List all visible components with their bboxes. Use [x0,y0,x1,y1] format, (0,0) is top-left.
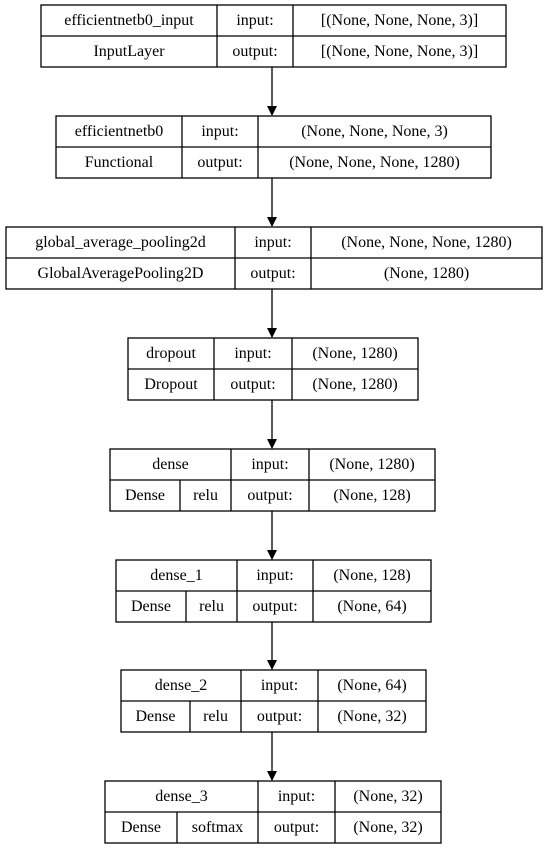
layer-name: efficientnetb0_input [64,12,194,29]
output-label: output: [274,819,319,836]
layer-activation: relu [199,598,224,615]
input-shape: (None, None, None, 3) [301,123,448,140]
output-shape: (None, 64) [337,598,406,615]
output-label: output: [230,376,275,393]
layer-name: dropout [146,345,196,362]
layer-type: Functional [85,154,154,171]
output-label: output: [247,487,292,504]
layer-type: GlobalAveragePooling2D [38,265,204,282]
output-shape: [(None, None, None, 3)] [321,43,478,60]
input-shape: (None, 64) [337,677,406,694]
layer-activation: relu [203,708,228,725]
layer-node-global_average_pooling2d: global_average_pooling2dGlobalAveragePoo… [5,226,543,290]
output-label: output: [250,265,295,282]
output-shape: (None, None, None, 1280) [289,154,460,171]
input-shape: [(None, None, None, 3)] [321,12,478,29]
layer-type: Dense [121,819,161,836]
input-shape: (None, 32) [353,788,422,805]
output-shape: (None, 1280) [312,376,397,393]
layer-name: global_average_pooling2d [35,234,206,251]
input-label: input: [236,12,273,29]
output-label: output: [197,154,242,171]
layer-type: Dropout [144,376,198,393]
input-shape: (None, 1280) [312,345,397,362]
layer-name: dense_3 [155,788,207,805]
output-shape: (None, 32) [353,819,422,836]
layer-type: Dense [131,598,171,615]
layer-type: Dense [125,487,165,504]
layer-name: dense_1 [150,567,202,584]
input-label: input: [201,123,238,140]
layer-activation: softmax [192,819,244,836]
input-shape: (None, None, None, 1280) [341,234,512,251]
layer-activation: relu [193,487,218,504]
input-label: input: [261,677,298,694]
input-label: input: [234,345,271,362]
layer-type: InputLayer [93,43,165,60]
output-shape: (None, 32) [337,708,406,725]
layer-type: Dense [136,708,176,725]
output-label: output: [252,598,297,615]
input-label: input: [254,234,291,251]
input-label: input: [251,456,288,473]
output-shape: (None, 128) [333,487,410,504]
output-shape: (None, 1280) [384,265,469,282]
input-shape: (None, 1280) [329,456,414,473]
layer-name: efficientnetb0 [75,123,164,140]
output-label: output: [257,708,302,725]
layer-name: dense [152,456,188,473]
output-label: output: [232,43,277,60]
input-label: input: [278,788,315,805]
input-shape: (None, 128) [333,567,410,584]
layer-name: dense_2 [155,677,207,694]
input-label: input: [256,567,293,584]
